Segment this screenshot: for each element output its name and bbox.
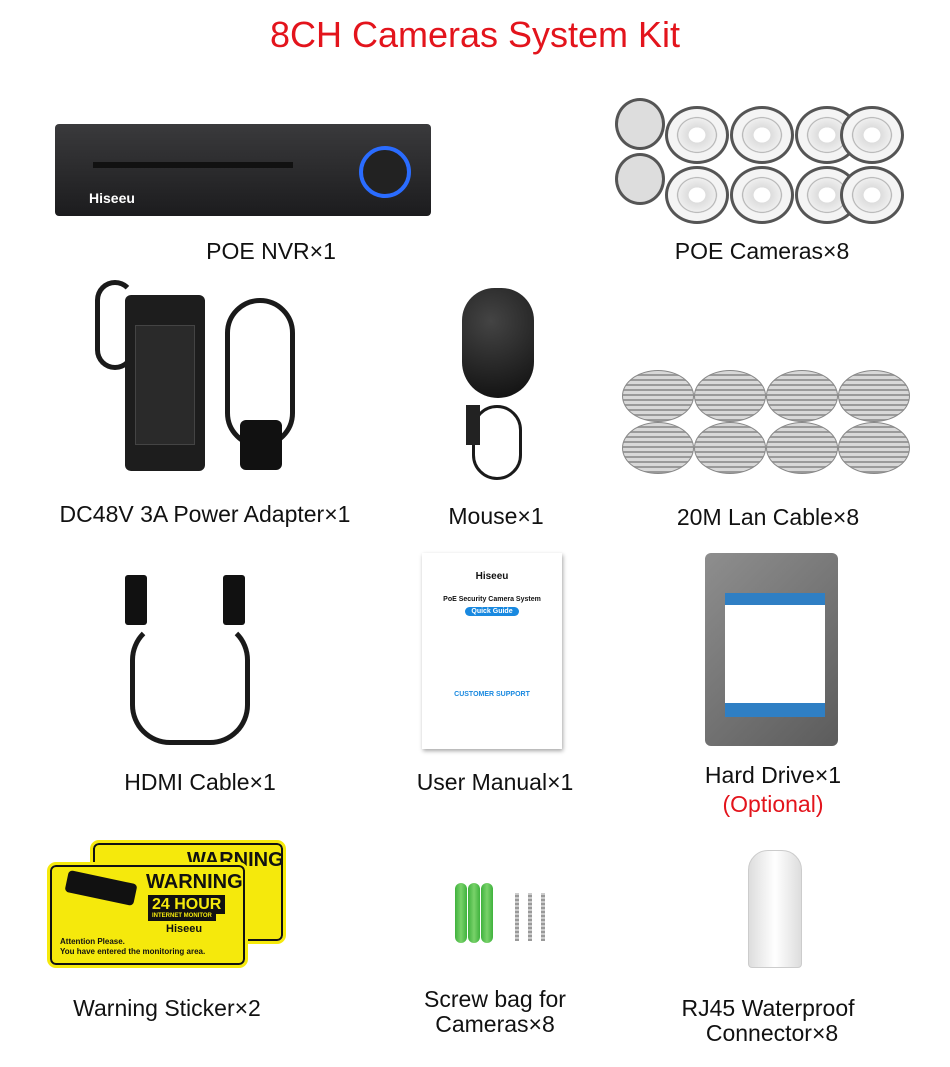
adapter-brick [125, 295, 205, 471]
label-poe-nvr: POE NVR×1 [206, 238, 336, 264]
label-hard-drive: Hard Drive×1 [704, 762, 842, 788]
mouse-image [462, 288, 534, 398]
label-optional: (Optional) [722, 791, 824, 817]
label-screw-bag-line1: Screw bag for [424, 986, 566, 1012]
user-manual-image: Hiseeu PoE Security Camera System Quick … [422, 553, 562, 749]
warning-sticker-front: WARNING 24 HOUR INTERNET MONITOR Hiseeu … [47, 862, 248, 968]
hdmi-cable-image [115, 575, 265, 750]
label-rj45-line1: RJ45 Waterproof [681, 995, 855, 1021]
label-power-adapter: DC48V 3A Power Adapter×1 [59, 501, 351, 527]
label-lan-cable: 20M Lan Cable×8 [676, 504, 860, 530]
label-mouse: Mouse×1 [448, 503, 544, 529]
hard-drive-image [705, 553, 838, 746]
label-warning-sticker: Warning Sticker×2 [73, 995, 261, 1021]
power-adapter-image [90, 270, 310, 480]
rj45-connector-image [748, 850, 802, 968]
label-rj45-line2: Connector×8 [705, 1020, 839, 1046]
nvr-image: Hiseeu [55, 124, 431, 216]
label-screw-bag-line2: Cameras×8 [435, 1011, 555, 1037]
page-title: 8CH Cameras System Kit [269, 14, 681, 55]
label-poe-cameras: POE Cameras×8 [674, 238, 850, 264]
nvr-brand-logo: Hiseeu [89, 190, 135, 206]
lan-cable-image [622, 330, 912, 475]
cameras-image [605, 98, 905, 228]
label-hdmi-cable: HDMI Cable×1 [124, 769, 276, 795]
label-user-manual: User Manual×1 [416, 769, 574, 795]
screw-bag-image [455, 883, 555, 943]
